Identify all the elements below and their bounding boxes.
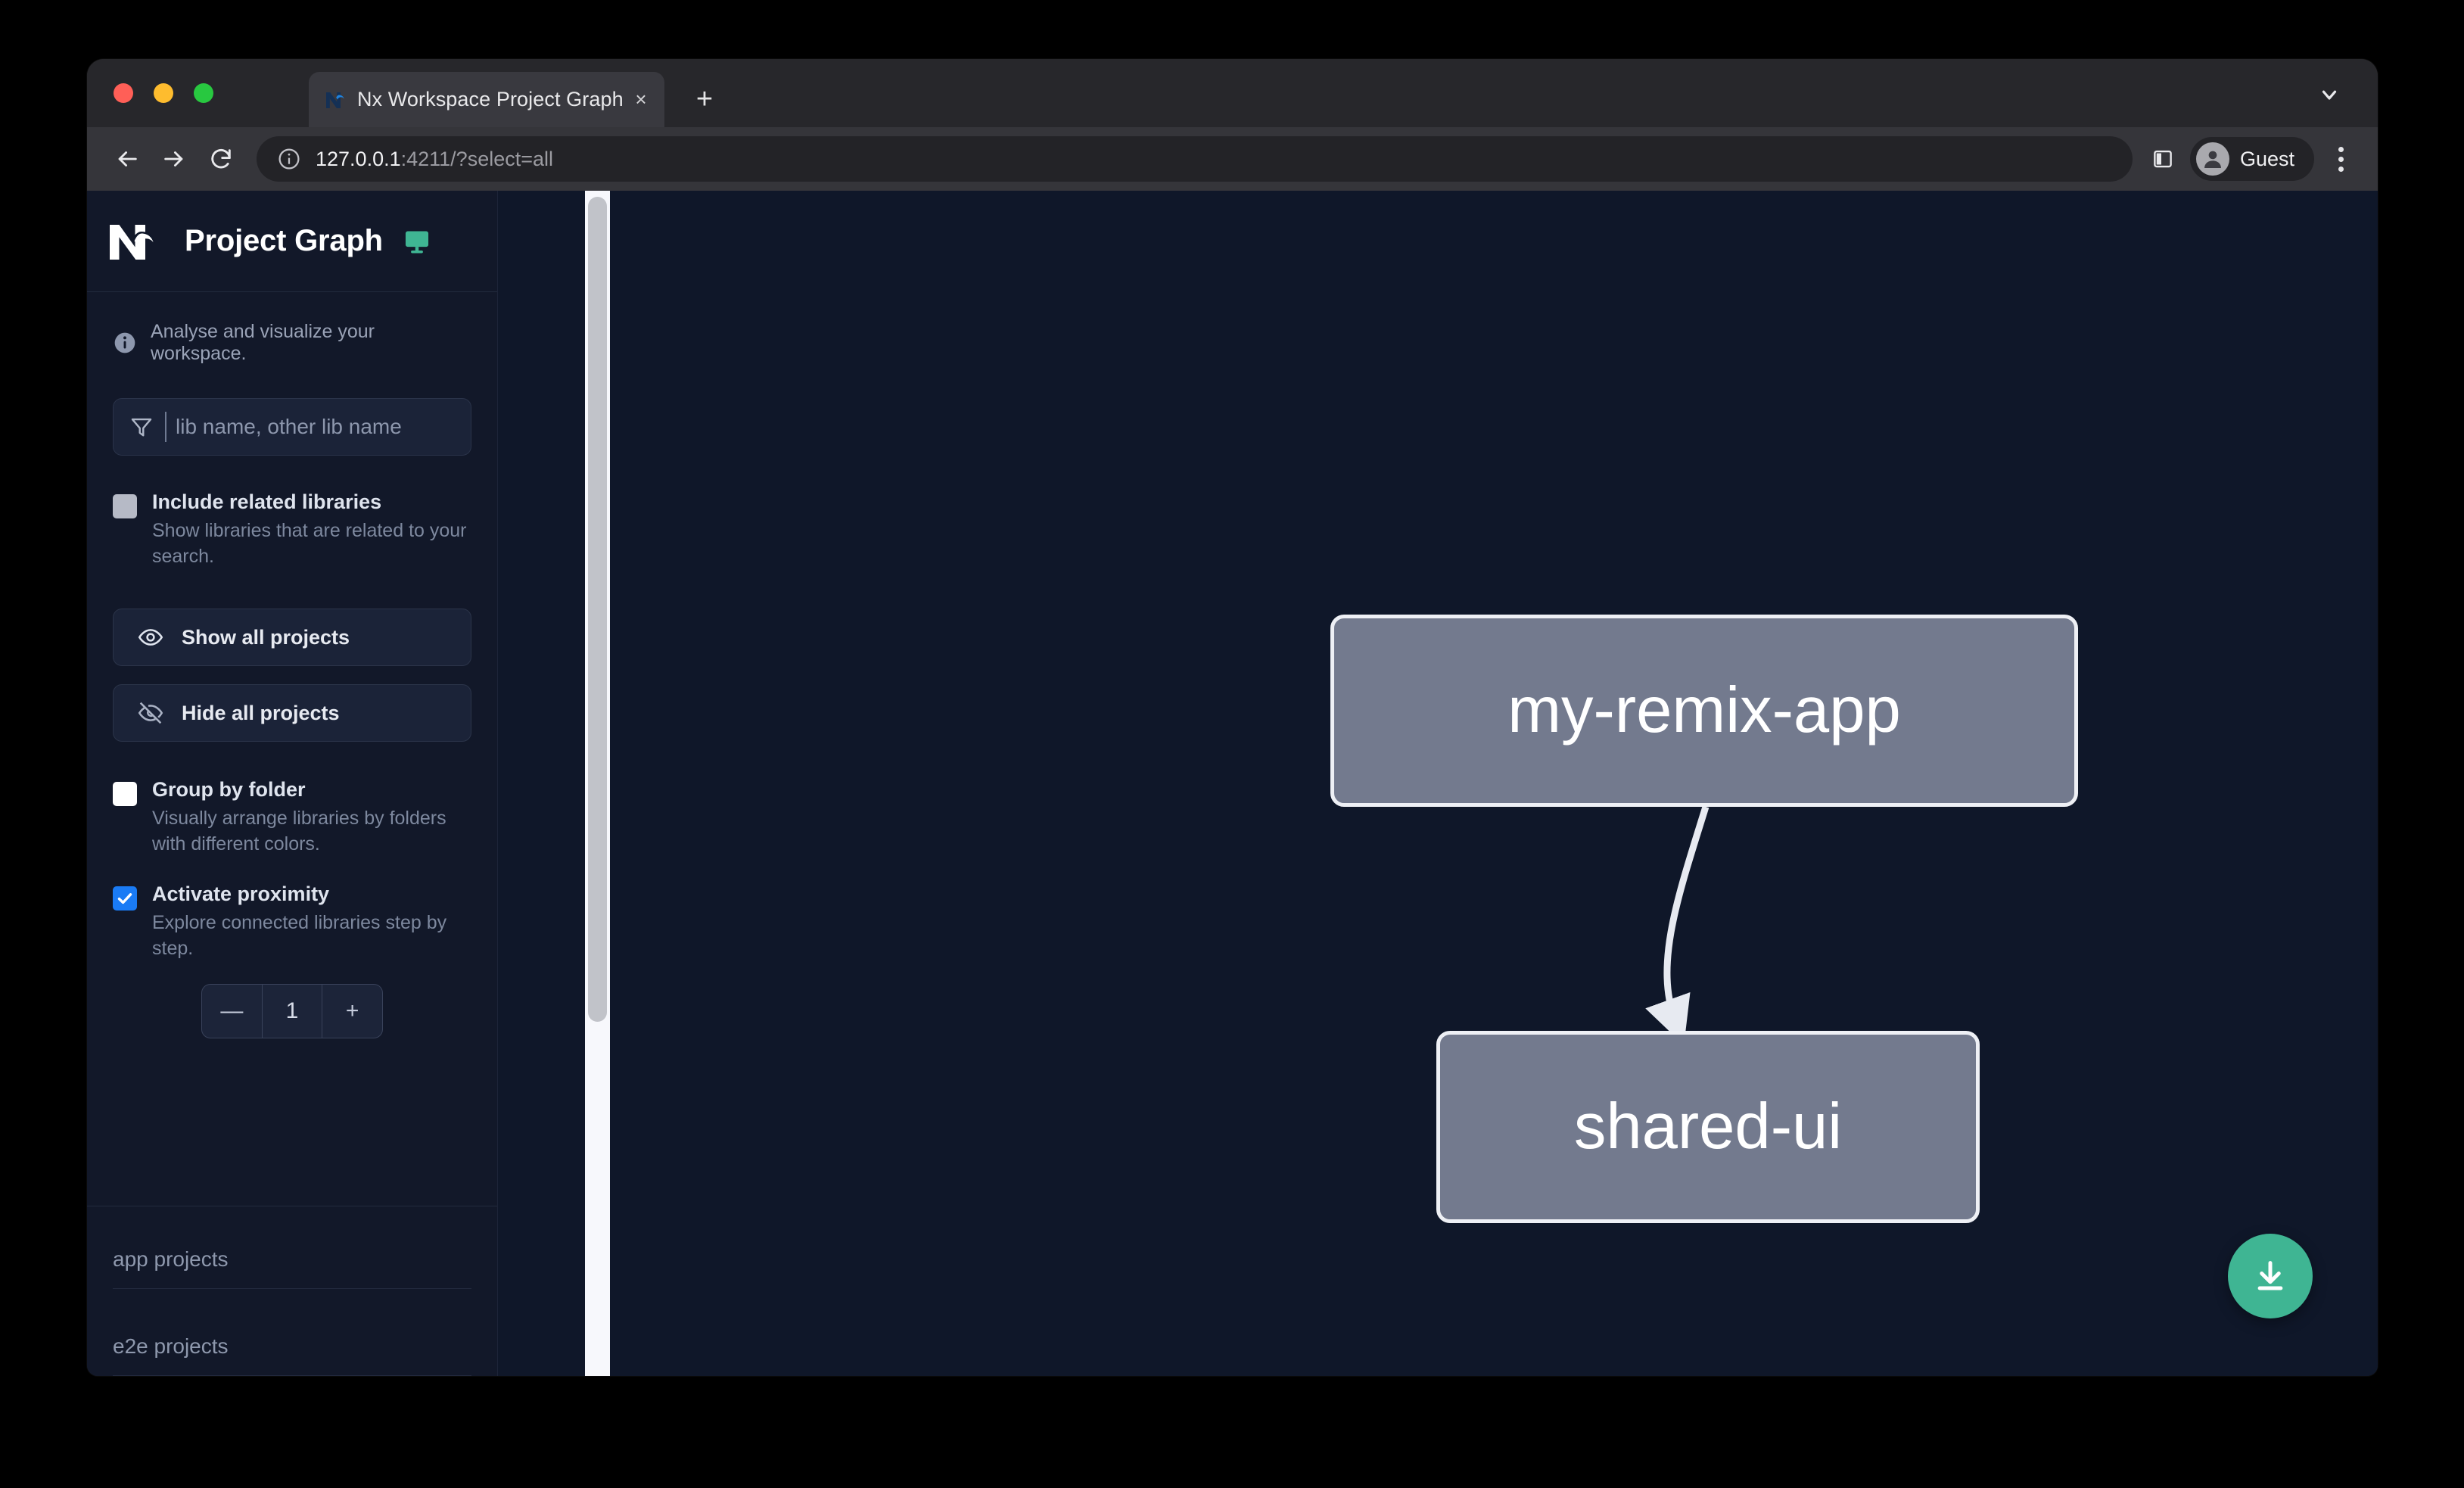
project-graph-canvas[interactable]: my-remix-app shared-ui [498, 191, 2378, 1376]
sidebar-tagline-text: Analyse and visualize your workspace. [151, 321, 375, 364]
browser-toolbar: 127.0.0.1:4211/?select=all Guest [87, 127, 2378, 191]
option-description: Show libraries that are related to your … [152, 520, 467, 567]
option-label: Group by folder [152, 778, 306, 802]
address-bar-text: 127.0.0.1:4211/?select=all [316, 148, 553, 171]
address-bar-path: :4211/?select=all [400, 147, 554, 170]
sidebar-spacer [87, 1038, 497, 1206]
menu-dot [2338, 156, 2344, 162]
proximity-value: 1 [261, 985, 323, 1038]
eye-off-icon [138, 700, 163, 726]
browser-tab[interactable]: Nx Workspace Project Graph × [309, 72, 664, 127]
search-input[interactable]: lib name, other lib name [113, 398, 471, 456]
sidebar-project-groups: app projects e2e projects [87, 1206, 497, 1376]
eye-icon [138, 624, 163, 650]
page-content: Project Graph [87, 191, 2378, 1376]
sidebar-scrollbar-thumb[interactable] [588, 197, 607, 1022]
text-cursor [165, 412, 166, 442]
browser-window: Nx Workspace Project Graph × + [87, 59, 2378, 1376]
download-graph-button[interactable] [2228, 1234, 2313, 1318]
address-bar[interactable]: 127.0.0.1:4211/?select=all [257, 136, 2133, 182]
sidebar-scrollbar-track[interactable] [585, 191, 610, 1376]
tab-strip: Nx Workspace Project Graph × + [87, 59, 2378, 127]
filter-funnel-icon [129, 414, 154, 440]
graph-node-shared-ui[interactable]: shared-ui [1436, 1031, 1980, 1223]
info-icon [113, 331, 137, 355]
option-activate-proximity[interactable]: Activate proximity Explore connected lib… [87, 883, 497, 1039]
close-window-button[interactable] [114, 83, 133, 103]
download-icon [2251, 1256, 2290, 1296]
show-all-projects-label: Show all projects [182, 625, 350, 649]
graph-node-my-remix-app[interactable]: my-remix-app [1330, 615, 2078, 807]
chevron-down-icon[interactable] [2311, 82, 2347, 107]
hide-all-projects-label: Hide all projects [182, 701, 340, 724]
menu-dot [2338, 146, 2344, 152]
option-label: Include related libraries [152, 490, 382, 513]
sidebar-header: Project Graph [87, 191, 497, 292]
graph-edge-my-remix-app-to-shared-ui [1645, 805, 1710, 1045]
option-label: Activate proximity [152, 883, 330, 906]
proximity-stepper[interactable]: — 1 + [201, 984, 383, 1039]
option-description: Explore connected libraries step by step… [152, 912, 447, 959]
info-circle-icon[interactable] [276, 146, 302, 172]
option-include-related-libraries[interactable]: Include related libraries Show libraries… [87, 490, 497, 569]
profile-name: Guest [2239, 147, 2294, 170]
maximize-window-button[interactable] [194, 83, 213, 103]
hide-all-projects-button[interactable]: Hide all projects [113, 684, 471, 742]
include-related-libraries-checkbox[interactable] [113, 494, 137, 518]
show-all-projects-button[interactable]: Show all projects [113, 609, 471, 667]
proximity-decrement-button[interactable]: — [220, 998, 244, 1024]
monitor-icon[interactable] [403, 227, 431, 256]
sidebar-item-e2e-projects[interactable]: e2e projects [113, 1315, 471, 1376]
sidebar-scroll-area: Analyse and visualize your workspace. li… [87, 292, 497, 1376]
graph-node-label: my-remix-app [1507, 674, 1901, 746]
person-avatar-icon [2195, 142, 2229, 176]
menu-dot [2338, 166, 2344, 172]
minimize-window-button[interactable] [154, 83, 173, 103]
graph-node-label: shared-ui [1573, 1091, 1843, 1163]
address-bar-host: 127.0.0.1 [316, 147, 401, 170]
sidebar-item-app-projects[interactable]: app projects [113, 1228, 471, 1289]
search-input-placeholder: lib name, other lib name [176, 415, 402, 438]
browser-tab-title: Nx Workspace Project Graph [357, 88, 624, 111]
sidebar-tagline: Analyse and visualize your workspace. [87, 292, 497, 365]
option-group-by-folder[interactable]: Group by folder Visually arrange librari… [87, 778, 497, 857]
reload-icon[interactable] [198, 135, 244, 182]
activate-proximity-checkbox[interactable] [113, 886, 137, 911]
window-traffic-lights [114, 83, 213, 103]
close-icon[interactable]: × [635, 88, 647, 111]
kebab-menu-icon[interactable] [2320, 139, 2361, 179]
split-view-icon[interactable] [2146, 142, 2179, 176]
sidebar: Project Graph [87, 191, 610, 1376]
page-title: Project Graph [185, 224, 383, 257]
option-description: Visually arrange libraries by folders wi… [152, 808, 446, 855]
proximity-increment-button[interactable]: + [345, 998, 359, 1024]
nx-favicon-icon [324, 88, 348, 112]
new-tab-button[interactable]: + [695, 82, 714, 115]
group-by-folder-checkbox[interactable] [113, 782, 137, 807]
back-arrow-icon[interactable] [104, 135, 151, 182]
forward-arrow-icon[interactable] [151, 135, 198, 182]
profile-button[interactable]: Guest [2189, 137, 2314, 181]
nx-logo-icon [107, 221, 162, 262]
